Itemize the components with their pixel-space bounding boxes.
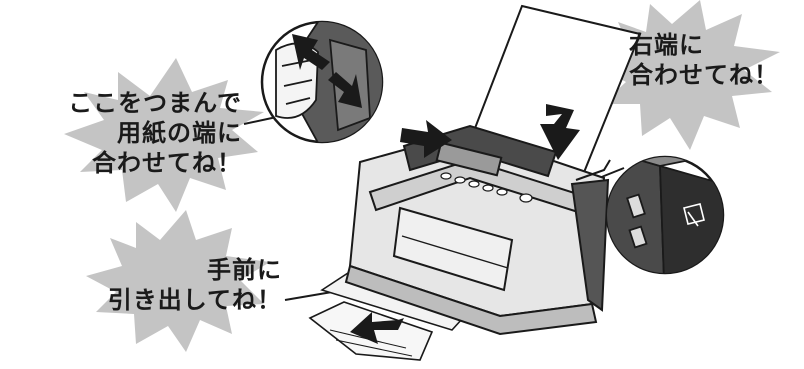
arrow-diagonal-icon: [292, 34, 330, 70]
leader-line-bottom: [284, 291, 333, 301]
callout-pinch-line2: 用紙の端に: [117, 119, 242, 147]
callout-right-edge: 右端に 合わせてね！: [629, 30, 779, 90]
arrow-down-left-icon: [350, 312, 404, 344]
callout-right-line2: 合わせてね！: [629, 61, 779, 89]
burst-left: [64, 58, 264, 212]
callout-pull-line2: 引き出してね！: [107, 286, 282, 314]
control-buttons: [440, 172, 533, 203]
paper-feed-connector: [575, 159, 611, 181]
burst-bottom: [86, 210, 270, 352]
burst-right: [594, 0, 780, 150]
callout-pinch-line3: 合わせてね！: [92, 149, 242, 177]
arrow-diagonal-icon-2: [328, 72, 362, 108]
arrow-down-icon: [540, 104, 580, 160]
paper-size-icon: [683, 203, 705, 227]
zoom-circle-right-edge: [605, 155, 725, 275]
callout-pinch-line1: ここをつまんで: [68, 89, 242, 117]
callout-right-line1: 右端に: [629, 31, 704, 59]
callout-pinch-guide: ここをつまんで 用紙の端に 合わせてね！: [8, 88, 242, 178]
callout-pull-line1: 手前に: [207, 256, 282, 284]
zoom-circle-guide: [260, 20, 384, 144]
arrow-right-icon: [400, 120, 452, 158]
callout-pull-tray: 手前に 引き出してね！: [90, 255, 282, 315]
